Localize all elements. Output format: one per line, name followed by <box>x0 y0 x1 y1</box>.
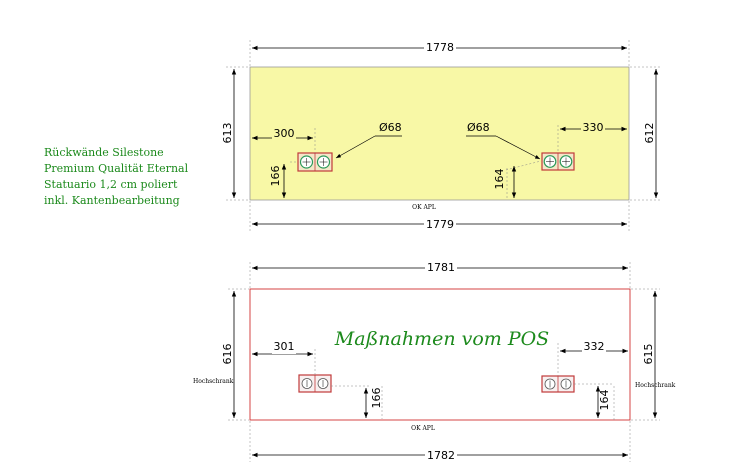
bottom-side-left-label: Hochschrank <box>193 378 234 385</box>
top-left-socket-cutout <box>297 152 333 172</box>
bottom-right-height-label: 164 <box>598 390 611 411</box>
top-left-height-label: 166 <box>269 166 282 187</box>
top-left-diameter-leader <box>335 135 376 159</box>
bottom-width-top-label: 1781 <box>427 261 455 274</box>
note-line-2: Premium Qualität Eternal <box>44 162 189 175</box>
bottom-left-offset-label: 301 <box>274 340 295 353</box>
top-panel-surface <box>249 66 630 201</box>
top-panel: 1778 1779 613 612 300 <box>221 40 662 232</box>
top-width-bottom-label: 1779 <box>426 218 454 231</box>
bottom-baseline-label: OK APL <box>411 425 435 432</box>
bottom-left-height-label: 166 <box>370 388 383 409</box>
top-left-offset-label: 300 <box>274 127 295 140</box>
bottom-panel-title: Maßnahmen vom POS <box>334 328 549 350</box>
note-line-4: inkl. Kantenbearbeitung <box>44 194 180 207</box>
top-left-diameter-label: Ø68 <box>379 121 402 134</box>
top-height-left-label: 613 <box>221 123 234 144</box>
bottom-height-left-label: 616 <box>221 344 234 365</box>
top-right-diameter-leader <box>495 135 541 160</box>
bottom-left-socket-cutout <box>298 374 332 393</box>
top-right-diameter-label: Ø68 <box>467 121 490 134</box>
material-notes: Rückwände Silestone Premium Qualität Ete… <box>44 145 188 209</box>
bottom-panel: Maßnahmen vom POS 1781 1782 616 615 Hoch… <box>193 260 676 462</box>
top-height-right-label: 612 <box>643 123 656 144</box>
note-line-1: Rückwände Silestone <box>44 146 164 159</box>
top-baseline-label: OK APL <box>412 204 436 211</box>
bottom-panel-outline <box>249 288 631 421</box>
top-width-top-label: 1778 <box>426 41 454 54</box>
bottom-right-offset-label: 332 <box>584 340 605 353</box>
bottom-side-right-label: Hochschrank <box>635 382 676 389</box>
bottom-height-right-label: 615 <box>642 344 655 365</box>
top-right-socket-cutout <box>541 152 575 171</box>
note-line-3: Statuario 1,2 cm poliert <box>44 178 178 191</box>
top-right-offset-label: 330 <box>583 121 604 134</box>
bottom-right-socket-cutout <box>541 375 575 393</box>
bottom-width-bottom-label: 1782 <box>427 449 455 462</box>
top-right-height-label: 164 <box>493 169 506 190</box>
